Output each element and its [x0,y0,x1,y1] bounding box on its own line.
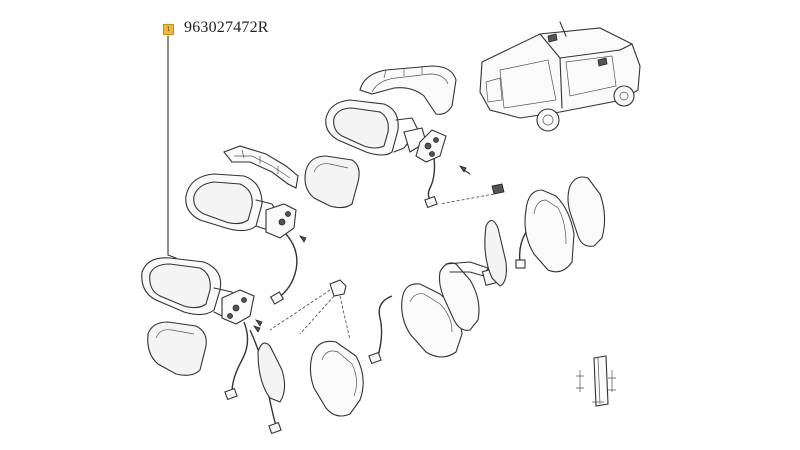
mid-cover-strip [223,145,299,189]
cover-wire [368,295,393,365]
lower-mirror-cover [309,340,364,417]
part-number-label: 963027472R [184,19,269,36]
lower-mirror-glass [147,321,207,376]
upper-mirror-cover [359,65,457,115]
middle-mirror-housing [185,173,297,239]
right-wire [439,183,527,269]
middle-wire-harness [269,233,307,305]
right-mirror-shell [524,189,575,273]
turn-signal-lens [257,342,286,403]
vehicle-location-icon [479,21,641,132]
right-turn-lens [484,219,507,287]
lower-mirror-housing [141,257,255,325]
callout-leader-line [167,35,177,259]
upper-mirror-housing [325,99,447,163]
upper-mirror-glass [304,155,360,209]
dimension-detail [576,355,616,407]
upper-wire-harness [424,157,471,209]
callout-number-badge: 1 [163,24,174,35]
connector-clip [269,279,351,341]
right-mirror-cover [567,176,606,247]
